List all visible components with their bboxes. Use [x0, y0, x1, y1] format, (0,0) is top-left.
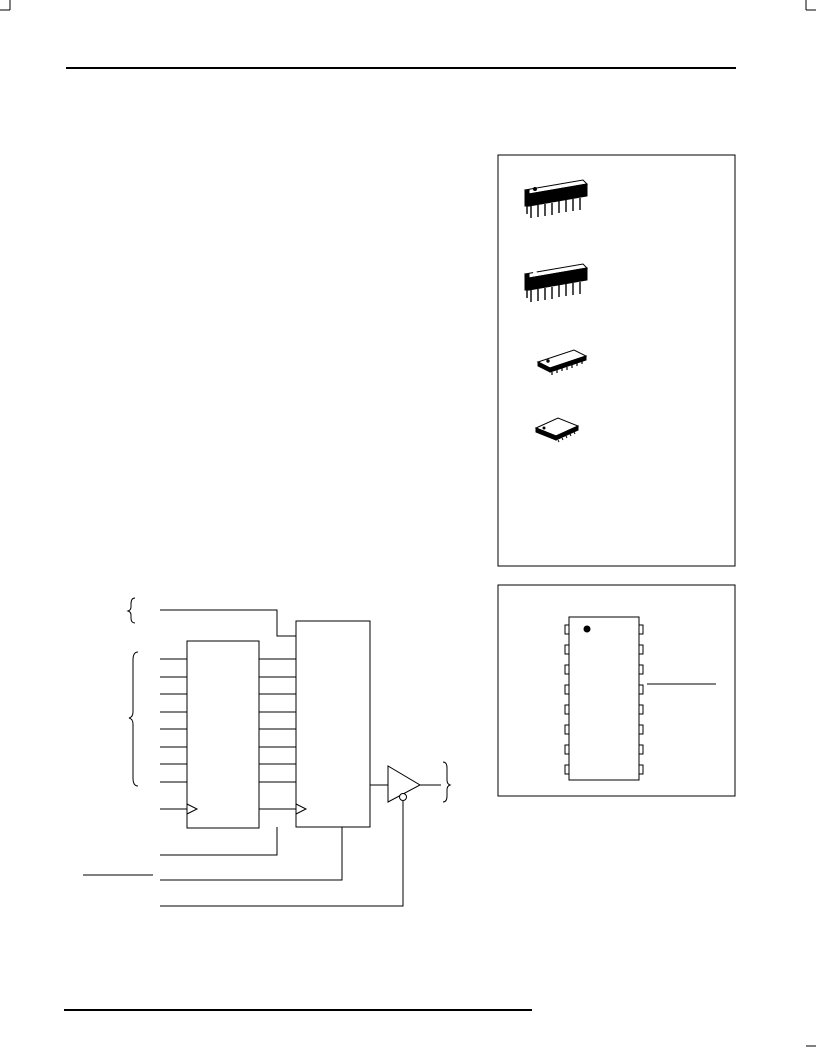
tssop-package-icon: [534, 417, 580, 443]
clock-triangle: [295, 803, 308, 815]
dip-package-icon: [523, 263, 589, 302]
storage-register-block: [295, 620, 371, 828]
left-pins: [564, 624, 570, 775]
control-line-3: [160, 801, 404, 907]
output-brace: [442, 761, 452, 803]
dip-package-icon: [523, 179, 589, 218]
register-interconnect: [259, 658, 296, 783]
soic-package-icon: [536, 349, 588, 375]
packages-panel: [497, 154, 736, 567]
logic-diagram: [83, 597, 452, 907]
control-line-2: [160, 827, 343, 881]
ic-body: [568, 616, 640, 781]
enable-bubble: [399, 793, 407, 801]
clock-line-storage: [258, 808, 296, 827]
right-pins: [638, 624, 644, 775]
input-brace-top: [126, 597, 136, 624]
clock-triangle: [186, 803, 199, 815]
input-brace-data: [128, 651, 139, 787]
control-line-1: [160, 827, 278, 856]
pinout-panel: [497, 584, 736, 797]
pin1-marker: [583, 625, 591, 633]
control-line-top: [160, 609, 296, 637]
shift-register-block: [186, 640, 260, 829]
data-input-lines: [160, 658, 187, 783]
